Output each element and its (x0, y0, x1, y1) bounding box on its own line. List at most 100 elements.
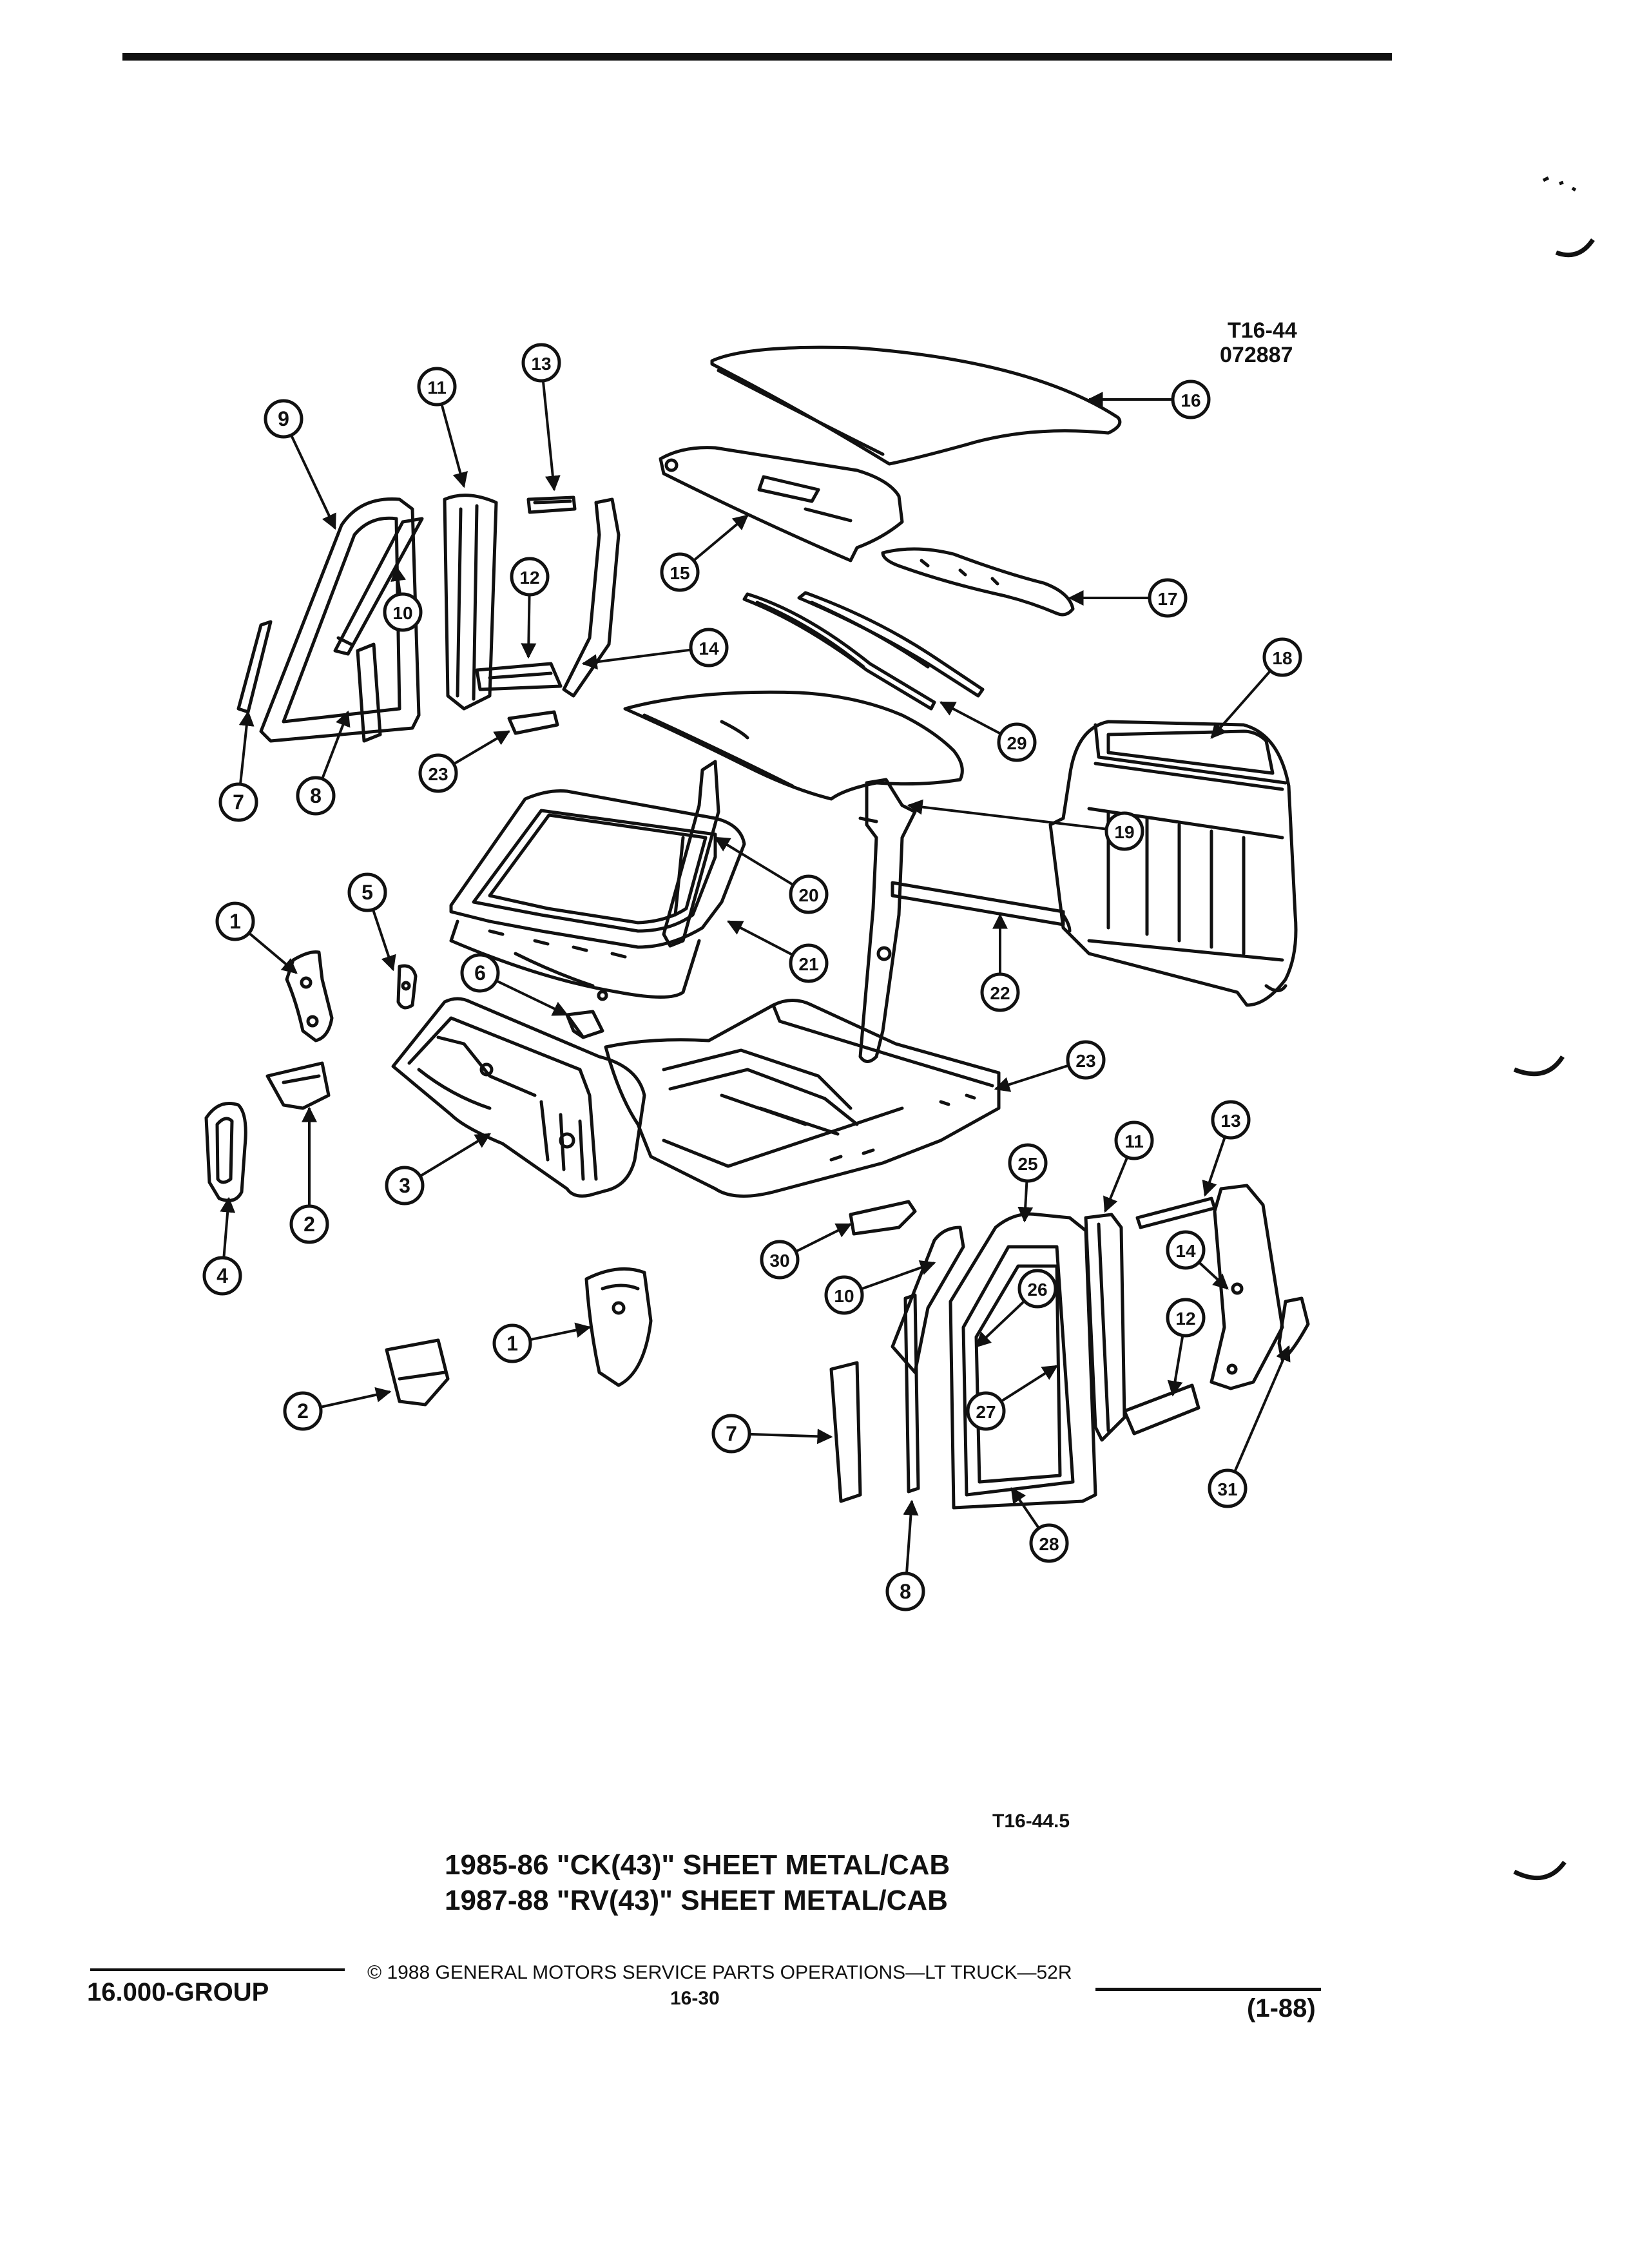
caption-line-1: 1985-86 "CK(43)" SHEET METAL/CAB (445, 1849, 950, 1881)
callout-2: 2 (289, 1204, 329, 1244)
callout-8: 8 (885, 1571, 925, 1611)
callout-number: 8 (310, 784, 322, 807)
callout-20: 20 (789, 874, 829, 914)
callout-circle (966, 1391, 1006, 1431)
callout-number: 5 (361, 881, 373, 904)
callout-number: 6 (474, 961, 486, 985)
callout-circle (760, 1240, 800, 1280)
left-door-frame-outer (259, 497, 421, 743)
callout-circle (385, 1166, 425, 1206)
callout-leader-11 (440, 403, 468, 488)
footer-rule-right (1095, 1988, 1321, 1991)
callout-leader-14 (581, 648, 691, 670)
callout-circle (1148, 578, 1188, 618)
left-rail-13 (526, 495, 577, 514)
callout-9: 9 (264, 399, 304, 439)
callout-circle (1017, 1269, 1057, 1309)
callout-leader-5 (371, 908, 396, 972)
callout-leader-8 (903, 1499, 919, 1574)
cowl-bracket (565, 1010, 604, 1039)
hinge-pillar-lower-2 (265, 1061, 331, 1110)
callout-leader-1 (248, 932, 298, 974)
callout-11: 11 (417, 367, 457, 407)
callout-17: 17 (1148, 578, 1188, 618)
callout-number: 29 (1007, 733, 1027, 753)
right-pillar-7 (829, 1361, 862, 1503)
callout-18: 18 (1262, 637, 1302, 677)
callout-13: 13 (521, 343, 561, 383)
callout-12: 12 (510, 557, 550, 597)
callout-circle (521, 343, 561, 383)
right-rail-12 (1123, 1383, 1200, 1436)
right-pillar-11 (1084, 1213, 1126, 1442)
figure-id: T16-44 (1228, 318, 1297, 343)
callout-27: 27 (966, 1391, 1006, 1431)
left-door-frame-inner-10 (333, 517, 424, 656)
callout-circle (789, 943, 829, 983)
bracket-24 (507, 710, 559, 735)
callout-circle (980, 972, 1020, 1012)
callout-circle (264, 399, 304, 439)
callout-number: 2 (297, 1399, 309, 1423)
callout-number: 10 (834, 1286, 854, 1306)
roof-inner-front-panel (659, 446, 904, 562)
callout-number: 16 (1181, 390, 1200, 410)
callout-number: 2 (304, 1213, 315, 1236)
callout-leader-4 (220, 1196, 236, 1258)
callout-10: 10 (383, 592, 423, 632)
callout-26: 26 (1017, 1269, 1057, 1309)
callout-circle (296, 776, 336, 816)
callout-number: 10 (392, 603, 412, 623)
callout-leader-7 (238, 710, 255, 785)
callout-number: 8 (900, 1580, 911, 1603)
right-pillar-10 (891, 1225, 965, 1374)
callout-number: 11 (1124, 1131, 1144, 1151)
callout-leader-11 (1103, 1157, 1129, 1213)
callout-number: 14 (1175, 1241, 1196, 1261)
callout-circle (789, 874, 829, 914)
footer-rule-left (90, 1968, 345, 1971)
callout-leader-23 (994, 1064, 1069, 1092)
left-pillar-14 (562, 497, 621, 698)
callout-circle (997, 722, 1037, 762)
callout-12: 12 (1166, 1298, 1206, 1338)
callout-8: 8 (296, 776, 336, 816)
callout-leader-23 (453, 730, 511, 765)
callout-circle (202, 1256, 242, 1296)
callout-5: 5 (347, 872, 387, 912)
callout-number: 30 (769, 1251, 789, 1271)
windshield-pillar-right (858, 778, 917, 1063)
callout-leader-15 (693, 514, 749, 562)
callout-number: 7 (726, 1422, 737, 1445)
right-pillar-8 (903, 1293, 920, 1494)
callout-4: 4 (202, 1256, 242, 1296)
callout-number: 19 (1114, 822, 1134, 842)
callout-number: 9 (278, 407, 289, 430)
callout-7: 7 (711, 1414, 751, 1454)
callout-7: 7 (218, 782, 258, 822)
callout-leader-26 (975, 1300, 1026, 1348)
dash-panel (391, 997, 646, 1198)
callout-number: 26 (1027, 1280, 1047, 1300)
rear-roof-bow (881, 547, 1075, 617)
callout-circle (824, 1275, 864, 1315)
callout-number: 7 (233, 791, 244, 814)
hinge-pillar-upper-1b (584, 1267, 653, 1387)
callout-number: 12 (519, 568, 539, 588)
callout-number: 12 (1175, 1309, 1195, 1329)
callout-circle (215, 901, 255, 941)
right-door-frame-outer-25 (949, 1212, 1097, 1510)
callout-23: 23 (1066, 1040, 1106, 1080)
floor-panel (604, 999, 1001, 1198)
left-pillar-7 (356, 642, 382, 743)
callout-leader-14 (1198, 1261, 1229, 1290)
callout-circle (283, 1391, 323, 1431)
callout-number: 25 (1017, 1154, 1037, 1174)
callout-circle (1114, 1120, 1154, 1160)
callout-circle (711, 1414, 751, 1454)
callout-25: 25 (1008, 1143, 1048, 1183)
callout-leader-28 (1010, 1487, 1040, 1529)
callout-leader-9 (290, 434, 336, 530)
